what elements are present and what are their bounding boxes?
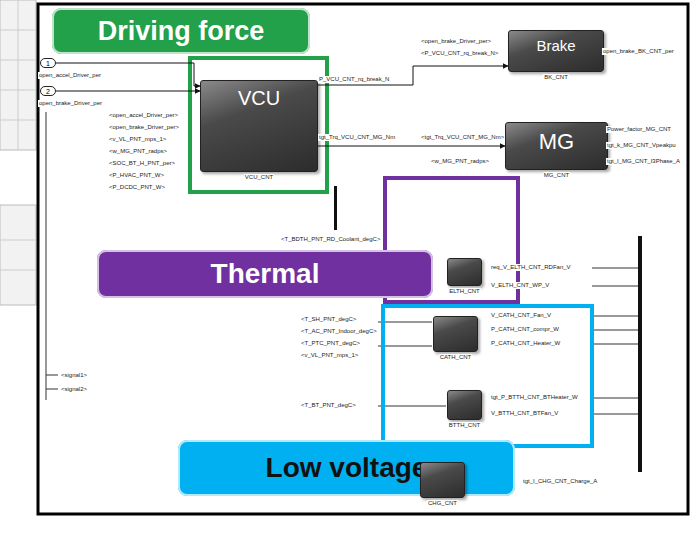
screenshot-fragment	[0, 0, 36, 150]
signal-name: <T_SH_PNT_degC>	[300, 316, 357, 323]
signal-name: tgt_P_BTTH_CNT_BTHeater_W	[490, 394, 579, 401]
bus-bar	[334, 186, 337, 230]
signal-name: <SOC_BT_H_PNT_per>	[108, 160, 176, 167]
signal-name: V_BTTH_CNT_BTFan_V	[490, 410, 559, 417]
ecu-block: ELTH_CNT	[447, 258, 482, 286]
block-name: ELTH_CNT	[448, 288, 481, 295]
signal-wire	[378, 322, 432, 323]
inport: 2	[40, 86, 56, 96]
ecu-block: VCUVCU_CNT	[200, 80, 318, 172]
signal-name: <w_MG_PNT_radps>	[430, 158, 490, 165]
signal-wire	[592, 316, 638, 317]
signal-name: tgt_I_MG_CNT_I3Phase_A	[606, 158, 681, 165]
signal-name: tgt_k_MG_CNT_Vpeakpu	[606, 142, 677, 149]
ecu-block: BrakeBK_CNT	[508, 30, 604, 72]
signal-connector	[318, 146, 505, 147]
ecu-block: CHG_CNT	[420, 462, 465, 498]
screenshot-frame	[38, 4, 688, 514]
signal-name: <w_MG_PNT_radps>	[108, 148, 168, 155]
signal-wire	[592, 344, 638, 345]
signal-connector	[318, 66, 508, 85]
signal-name: <P_HVAC_PNT_W>	[108, 172, 165, 179]
grid-line	[0, 270, 36, 271]
block-icon-label: Brake	[509, 37, 603, 54]
signal-name: <T_PTC_PNT_degC>	[300, 340, 361, 347]
tag-label: Low voltage	[266, 452, 428, 484]
signal-wire	[592, 398, 638, 399]
signal-name: <open_accel_Driver_per>	[108, 112, 179, 119]
port-number: 2	[46, 88, 50, 95]
tag-label: Driving force	[98, 16, 265, 47]
bus-bar	[638, 236, 642, 472]
signal-name: P_CATH_CNT_compr_W	[490, 326, 560, 333]
signal-name: <open_brake_Driver_per>	[420, 38, 492, 45]
ecu-block: BTTH_CNT	[447, 390, 482, 420]
signal-wire	[592, 268, 638, 269]
group-tag: Thermal	[97, 250, 433, 298]
signal-name: P_VCU_CNT_rq_break_N	[318, 76, 390, 83]
signal-name: <signal2>	[60, 386, 88, 393]
inport: 1	[40, 58, 56, 68]
ecu-block: MGMG_CNT	[505, 122, 608, 170]
group-outline	[190, 58, 327, 192]
signal-name: open_brake_BK_CNT_per	[602, 48, 675, 55]
signal-name: <P_DCDC_PNT_W>	[108, 184, 166, 191]
signal-name: P_CATH_CNT_Heater_W	[490, 340, 561, 347]
grid-line	[0, 240, 36, 241]
block-name: VCU_CNT	[244, 174, 274, 181]
signal-wire	[592, 330, 638, 331]
block-icon-label: VCU	[201, 87, 317, 110]
block-name: BTTH_CNT	[448, 422, 481, 429]
grid-line	[18, 0, 19, 150]
signal-name: tgt_I_CHG_CNT_Charge_A	[522, 478, 598, 485]
tag-label: Thermal	[211, 258, 320, 290]
signal-name: V_CATH_CNT_Fan_V	[490, 312, 552, 319]
signal-wire	[592, 414, 638, 415]
signal-name: open_accel_Driver_per	[38, 72, 102, 79]
signal-wire	[46, 389, 58, 390]
signal-name: req_V_ELTH_CNT_RDFan_V	[490, 264, 572, 271]
signal-name: tgt_Trq_VCU_CNT_MG_Nm	[318, 134, 396, 141]
signal-name: <v_VL_PNT_mps_1>	[108, 136, 167, 143]
ecu-block: CATH_CNT	[433, 316, 478, 352]
block-name: MG_CNT	[543, 172, 570, 179]
signal-connector	[56, 91, 200, 92]
port-number: 1	[46, 60, 50, 67]
block-name: BK_CNT	[543, 74, 569, 81]
signal-name: <P_VCU_CNT_rq_break_N>	[420, 50, 499, 57]
signal-name: <open_brake_Driver_per>	[108, 124, 180, 131]
screenshot-fragment	[0, 205, 36, 305]
signal-name: Power_factor_MG_CNT	[606, 126, 672, 133]
signal-name: <T_BDTH_PNT_RD_Coolant_degC>	[280, 236, 381, 243]
group-outline	[383, 306, 592, 446]
block-icon-label: MG	[506, 129, 607, 155]
signal-name: <tgt_Trq_VCU_CNT_MG_Nm>	[420, 134, 505, 141]
signal-name: <v_VL_PNT_mps_1>	[300, 352, 359, 359]
signal-name: <signal1>	[60, 372, 88, 379]
signal-wire	[378, 406, 446, 407]
block-name: CHG_CNT	[427, 500, 458, 507]
signal-wire	[46, 112, 47, 400]
block-name: CATH_CNT	[439, 354, 473, 361]
signal-name: <T_AC_PNT_Indoor_degC>	[300, 328, 378, 335]
signal-name: V_ELTH_CNT_WP_V	[490, 282, 550, 289]
signal-wire	[592, 286, 638, 287]
signal-wire	[46, 375, 58, 376]
signal-wire	[378, 346, 432, 347]
group-tag: Driving force	[52, 8, 310, 54]
signal-name: open_brake_Driver_per	[38, 100, 103, 107]
signal-name: <T_BT_PNT_degC>	[300, 402, 357, 409]
